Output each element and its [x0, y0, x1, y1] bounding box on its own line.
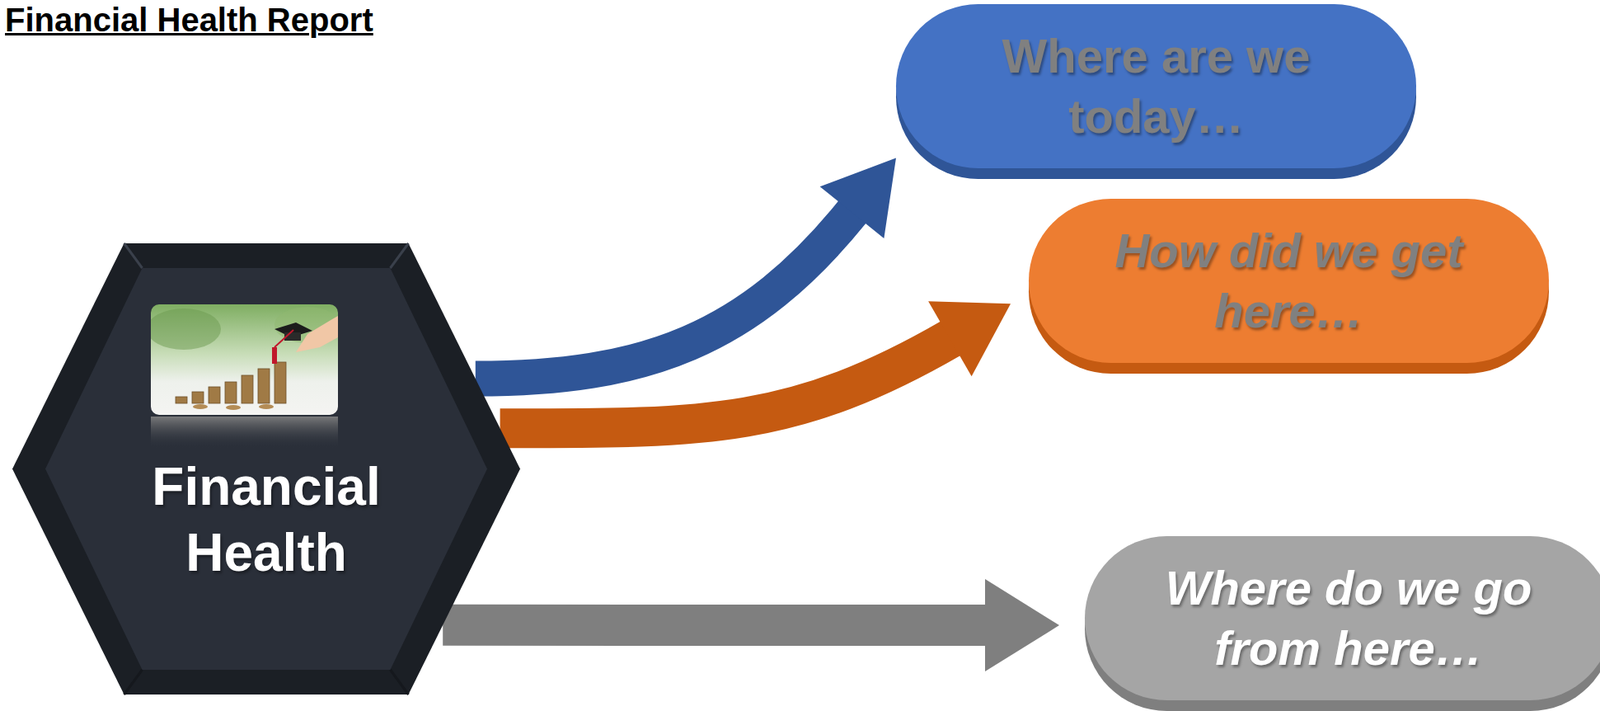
arrow-head: [985, 578, 1060, 671]
pill-face: [1084, 535, 1600, 700]
node-label: Where do we go from here…: [1154, 558, 1543, 678]
hexagon-face: [45, 267, 488, 670]
pill-node: Where do we go from here…: [1084, 535, 1600, 711]
arrow-head: [928, 300, 1011, 376]
curved-arrow: [500, 300, 1011, 428]
curved-arrow: [442, 578, 1060, 671]
pill-face: [1028, 198, 1549, 363]
curved-arrow: [475, 158, 897, 380]
page-title: Financial Health Report: [4, 1, 374, 39]
pill-node: Where are we today…: [896, 4, 1417, 179]
pill-node: How did we get here…: [1028, 198, 1549, 374]
coin-photo-illustration: [150, 304, 338, 449]
node-label: Where are we today…: [975, 26, 1338, 146]
node-label: Financial Health: [126, 453, 407, 586]
pill-face: [896, 4, 1417, 169]
arrow-shaft: [500, 337, 953, 429]
arrow-shaft: [475, 211, 854, 379]
hexagon-rim: [12, 243, 521, 695]
arrow-shaft: [442, 604, 987, 646]
node-label: How did we get here…: [1107, 220, 1471, 341]
arrow-head: [820, 158, 897, 240]
